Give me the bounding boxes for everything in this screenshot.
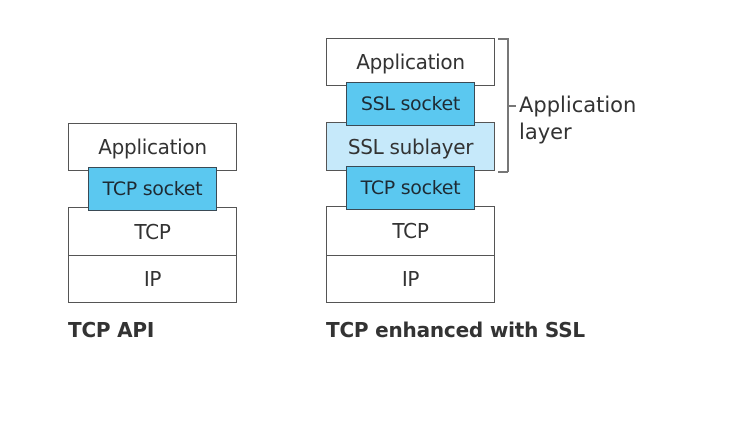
bracket-top (498, 38, 508, 40)
ssl-sublayer: SSL sublayer (326, 122, 495, 171)
right-tcp-socket-label: TCP socket (360, 177, 461, 199)
bracket-bottom (498, 171, 508, 173)
bracket-tick (507, 105, 516, 107)
right-application-label: Application (356, 50, 465, 74)
ssl-sublayer-label: SSL sublayer (347, 134, 474, 159)
right-tcp-layer: TCP (326, 206, 495, 256)
bracket-label-line2: layer (519, 120, 572, 144)
left-tcp-socket-label: TCP socket (102, 178, 203, 200)
right-caption: TCP enhanced with SSL (326, 318, 585, 342)
left-tcp-socket: TCP socket (88, 167, 217, 211)
ssl-socket: SSL socket (346, 82, 475, 126)
left-tcp-layer: TCP (68, 207, 237, 256)
left-application-label: Application (98, 135, 207, 159)
right-tcp-label: TCP (392, 219, 429, 243)
right-tcp-socket: TCP socket (346, 166, 475, 210)
right-ip-label: IP (401, 267, 420, 291)
bracket-label-line1: Application (519, 93, 637, 117)
left-ip-label: IP (143, 267, 162, 291)
left-caption: TCP API (68, 318, 155, 342)
left-tcp-label: TCP (134, 219, 171, 244)
ssl-socket-label: SSL socket (360, 93, 461, 115)
left-application-layer: Application (68, 123, 237, 171)
right-application-layer: Application (326, 38, 495, 86)
bracket-label: Application layer (519, 92, 636, 146)
left-ip-layer: IP (68, 255, 237, 303)
right-ip-layer: IP (326, 255, 495, 303)
